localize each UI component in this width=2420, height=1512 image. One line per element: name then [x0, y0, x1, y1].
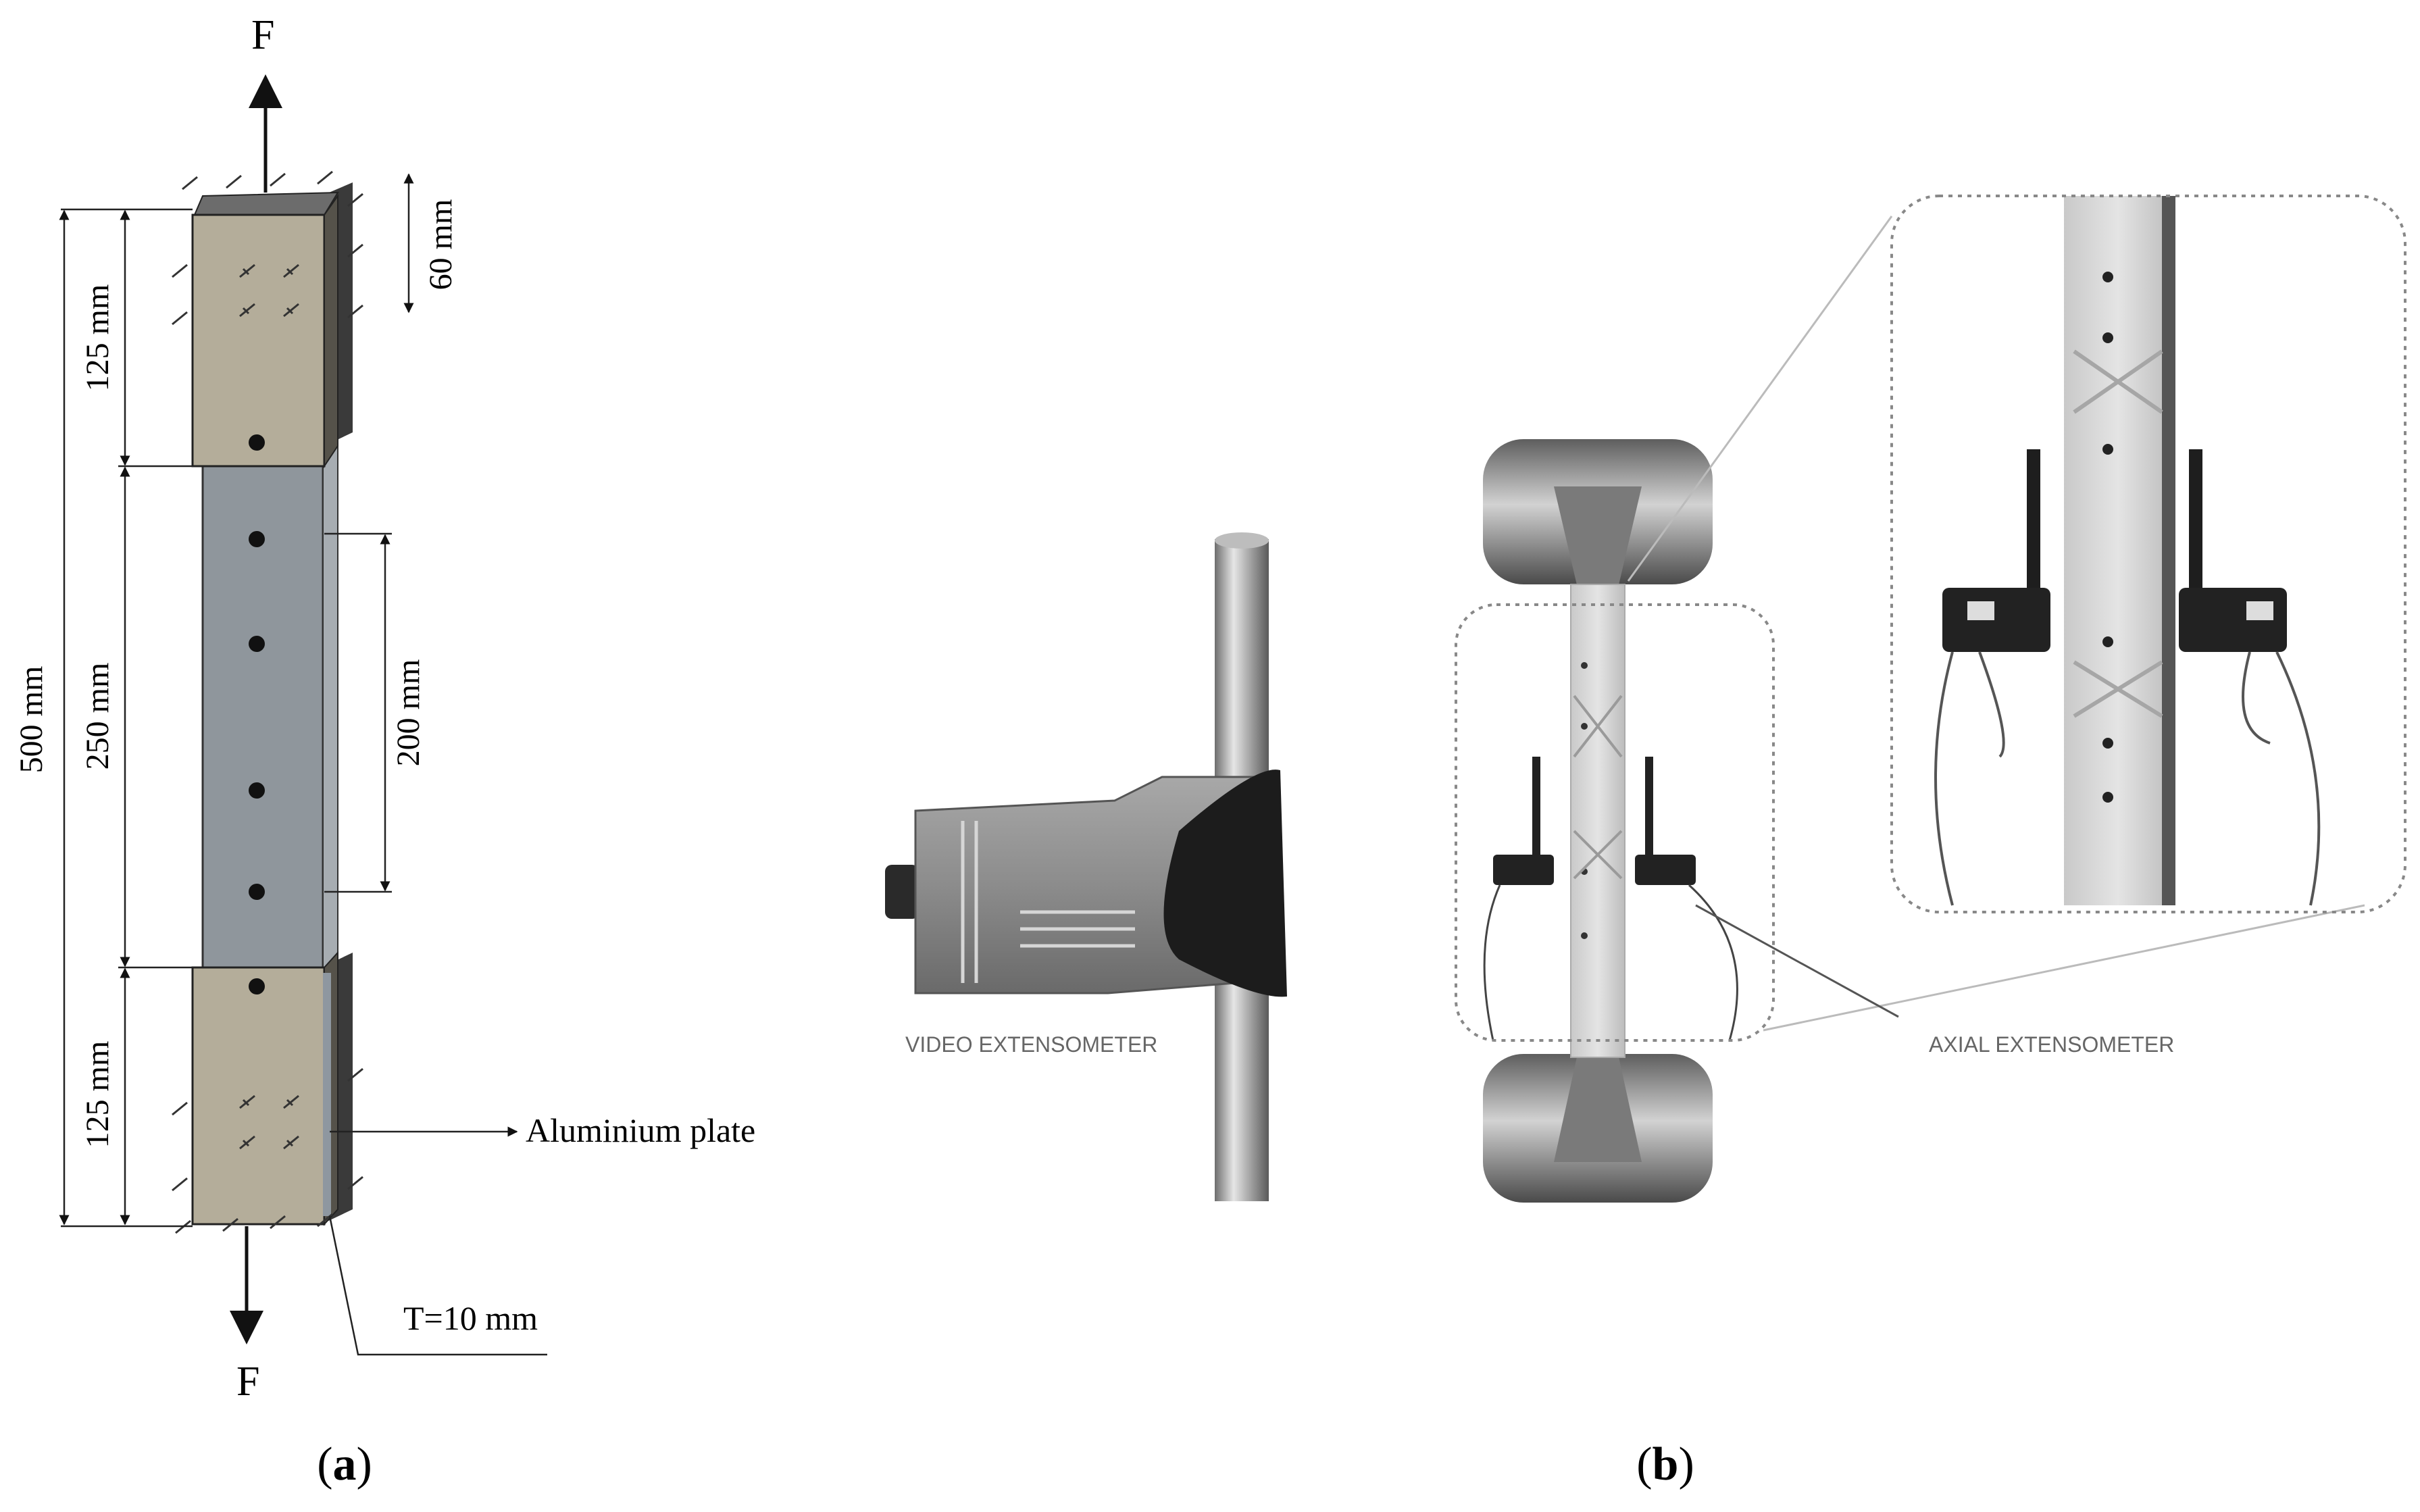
dim-gauge-label: 200 mm — [390, 659, 426, 767]
zoom-box — [1890, 195, 2406, 913]
top-tab-side — [324, 193, 338, 469]
axial-leader — [1695, 904, 1899, 1018]
dim-total-label: 500 mm — [14, 666, 49, 774]
marker-dot — [249, 531, 265, 547]
dimension-lines — [59, 173, 414, 1228]
zoom-detail-photo — [1890, 195, 2406, 913]
dim-tab-width-label: 60 mm — [423, 199, 459, 291]
axial-extensometer-small — [1483, 757, 1738, 1041]
bottom-tab — [191, 966, 326, 1226]
marker-dot — [249, 434, 265, 451]
aluminium-plate-label: Aluminium plate — [526, 1111, 755, 1149]
zoom-specimen-edge — [2162, 196, 2175, 905]
test-machine-photo — [1455, 439, 1775, 1203]
video-extensometer-photo: VIDEO EXTENSOMETER — [885, 532, 1287, 1201]
zoom-connector-top — [1627, 216, 1893, 582]
dim-top-tab-label: 125 mm — [80, 284, 116, 392]
zoom-connector-bottom — [1763, 904, 2365, 1032]
force-label-bottom: F — [236, 1359, 259, 1405]
thickness-label: T=10 mm — [403, 1299, 538, 1337]
bolt-symbols — [172, 170, 363, 1234]
specimen-x-marks — [1573, 695, 1623, 880]
top-tab — [191, 213, 326, 468]
marker-dot — [249, 884, 265, 900]
camera-front-hood — [1163, 770, 1287, 997]
axial-extensometer-label: AXIAL EXTENSOMETER — [1929, 1032, 2174, 1057]
force-label-top: F — [251, 12, 274, 58]
zoom-x-marks — [2073, 349, 2163, 718]
caption-b: (b) — [1636, 1438, 1694, 1490]
marker-dot — [249, 978, 265, 994]
caption-a: (a) — [317, 1438, 372, 1490]
marker-dot — [249, 636, 265, 652]
pole-top — [1215, 532, 1269, 549]
specimen-side-edge — [322, 438, 338, 981]
dim-middle-label: 250 mm — [80, 663, 116, 770]
aluminium-plate-strip — [323, 973, 331, 1216]
zoom-specimen-dots — [2102, 272, 2113, 803]
top-tab-top-face — [193, 191, 339, 216]
video-extensometer-label: VIDEO EXTENSOMETER — [905, 1032, 1157, 1057]
dim-bottom-tab-label: 125 mm — [80, 1041, 116, 1149]
thickness-leader — [328, 1215, 547, 1356]
panel-a-specimen-drawing: F F — [14, 12, 755, 1490]
test-specimen — [1570, 584, 1625, 1058]
upper-wedge — [1554, 486, 1642, 588]
camera-lens — [885, 865, 919, 919]
marker-dot — [249, 782, 265, 799]
detail-box-small — [1455, 603, 1775, 1042]
axial-extensometer-large — [1934, 449, 2321, 906]
camera-stripes — [961, 821, 1135, 983]
zoom-specimen — [2064, 196, 2172, 905]
lower-wedge — [1554, 1054, 1642, 1162]
